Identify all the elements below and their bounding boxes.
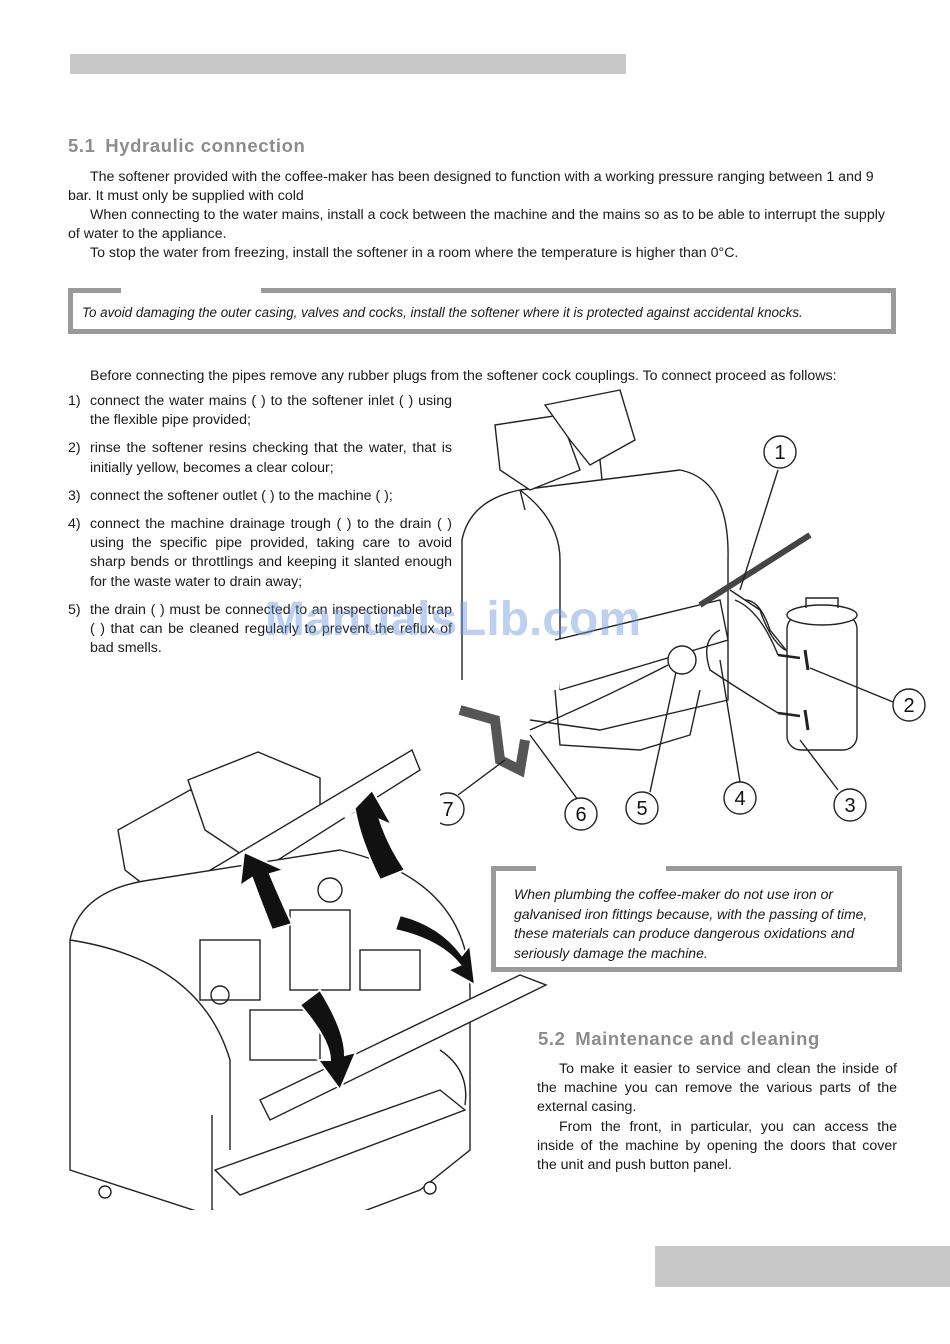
warning-note: When plumbing the coffee-maker do not us…: [491, 866, 902, 972]
list-item: 1)connect the water mains ( ) to the sof…: [68, 393, 452, 429]
callout-6: 6: [575, 804, 586, 826]
intro-paragraph: Before connecting the pipes remove any r…: [90, 368, 837, 384]
footer-bar: [655, 1246, 950, 1287]
paragraph: To make it easier to service and clean t…: [537, 1061, 897, 1116]
caution-note: To avoid damaging the outer casing, valv…: [68, 288, 896, 334]
callout-4: 4: [734, 788, 745, 810]
section-title: Hydraulic connection: [105, 135, 306, 156]
paragraph: When connecting to the water mains, inst…: [68, 207, 885, 243]
list-item: 3)connect the softener outlet ( ) to the…: [68, 487, 393, 504]
callout-1: 1: [774, 442, 785, 464]
list-item: 5)the drain ( ) must be connected to an …: [68, 601, 452, 657]
open-machine-illustration: [69, 748, 548, 1210]
list-item: 4)connect the machine drainage trough ( …: [68, 516, 452, 590]
section-heading-5-2: 5.2 Maintenance and cleaning: [538, 1028, 820, 1050]
section-number: 5.1: [68, 135, 96, 156]
paragraph: From the front, in particular, you can a…: [537, 1119, 897, 1174]
callout-2: 2: [903, 695, 914, 717]
section-title: Maintenance and cleaning: [575, 1028, 820, 1049]
watermark: ManualsLib.com: [265, 593, 642, 646]
callout-3: 3: [844, 795, 855, 817]
section-heading-5-1: 5.1 Hydraulic connection: [68, 135, 305, 157]
list-item: 2)rinse the softener resins checking tha…: [68, 440, 452, 476]
callout-7: 7: [442, 799, 453, 821]
section-number: 5.2: [538, 1028, 566, 1049]
caution-text: To avoid damaging the outer casing, valv…: [82, 305, 803, 320]
paragraph: To stop the water from freezing, install…: [90, 245, 739, 261]
paragraph: The softener provided with the coffee-ma…: [68, 169, 874, 205]
callout-5: 5: [636, 798, 647, 820]
hydraulic-connection-illustration: 1 2 3 4 5 6 7: [440, 389, 926, 831]
warning-text: When plumbing the coffee-maker do not us…: [514, 886, 868, 961]
connection-steps: 1)connect the water mains ( ) to the sof…: [68, 392, 452, 667]
header-bar: [70, 54, 626, 74]
